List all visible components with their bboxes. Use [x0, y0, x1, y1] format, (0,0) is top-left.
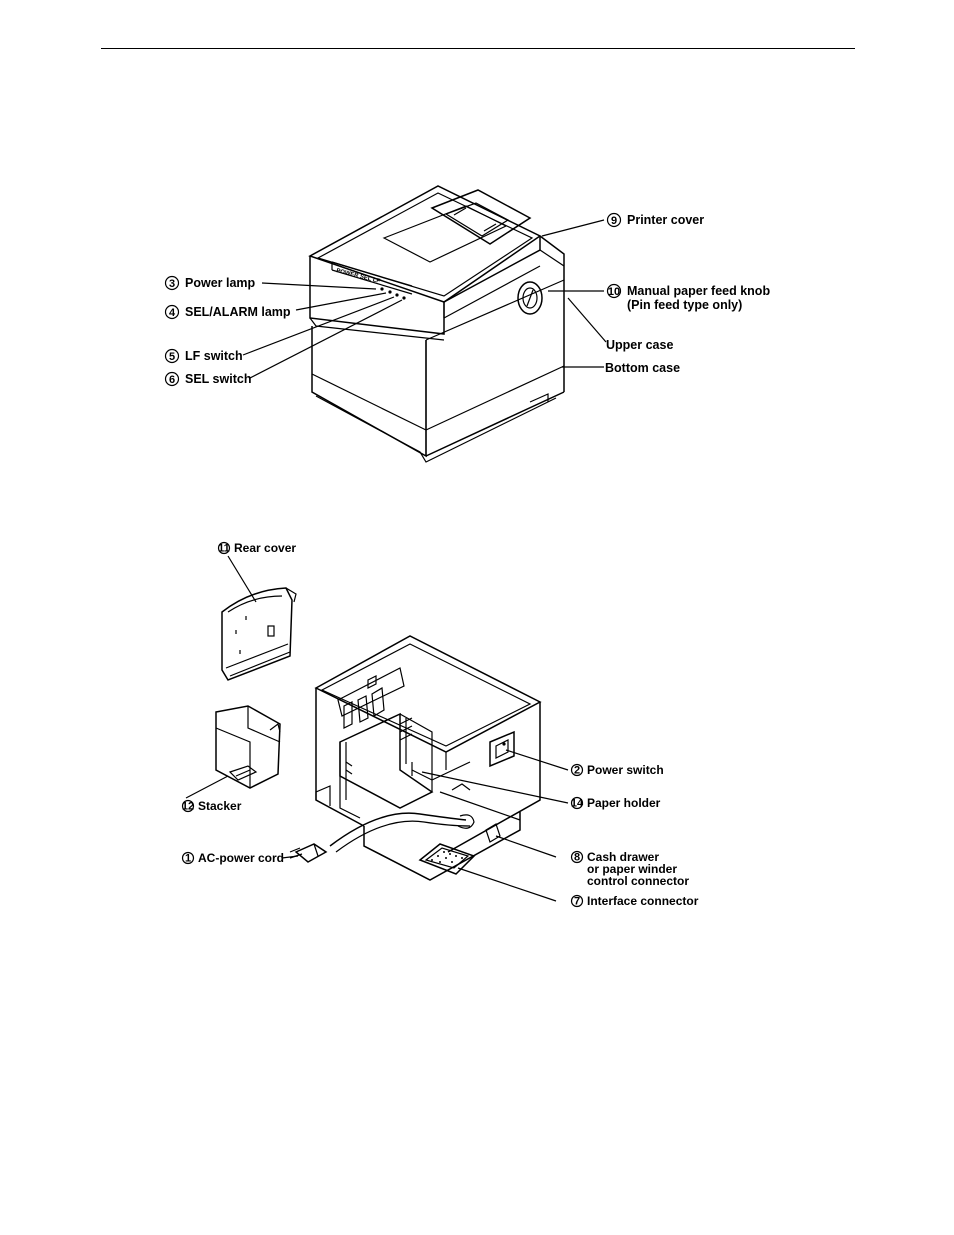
svg-text:SEL/ALARM lamp: SEL/ALARM lamp	[185, 305, 291, 319]
label-printer-cover: 9 Printer cover	[606, 212, 704, 228]
svg-text:12: 12	[182, 801, 194, 813]
svg-text:Upper case: Upper case	[606, 338, 673, 352]
svg-text:AC-power cord: AC-power cord	[198, 851, 284, 865]
svg-text:Rear cover: Rear cover	[234, 541, 296, 555]
rear-cover-illustration	[221, 587, 297, 681]
svg-text:Power switch: Power switch	[587, 763, 664, 777]
printer-rear-illustration	[289, 635, 542, 881]
svg-text:Paper holder: Paper holder	[587, 796, 661, 810]
label-sel-alarm-lamp: 4 SEL/ALARM lamp	[164, 304, 291, 320]
label-power-switch: 2 Power switch	[570, 763, 664, 777]
bottom-leader-lines	[185, 555, 569, 902]
label-manual-paper-feed-knob: 10 Manual paper feed knob (Pin feed type…	[606, 283, 770, 312]
svg-text:Power lamp: Power lamp	[185, 276, 256, 290]
header-rule	[101, 48, 855, 49]
label-lf-switch: 5 LF switch	[164, 348, 243, 364]
svg-text:Cash drawer: Cash drawer	[587, 850, 659, 864]
svg-text:11: 11	[218, 543, 230, 555]
svg-text:3: 3	[169, 278, 175, 290]
svg-text:control connector: control connector	[587, 874, 689, 888]
label-stacker: 12 Stacker	[182, 799, 242, 813]
label-ac-power-cord: 1 AC-power cord	[181, 851, 284, 865]
svg-text:Manual paper feed knob: Manual paper feed knob	[627, 284, 770, 298]
svg-text:9: 9	[611, 215, 617, 227]
label-rear-cover: 11 Rear cover	[217, 541, 296, 555]
label-upper-case: Upper case	[606, 338, 673, 352]
label-cash-drawer-connector: 8 Cash drawer or paper winder control co…	[570, 850, 689, 888]
svg-text:8: 8	[574, 852, 580, 864]
svg-text:6: 6	[169, 374, 175, 386]
svg-text:5: 5	[169, 351, 175, 363]
svg-text:Bottom case: Bottom case	[605, 361, 680, 375]
svg-text:Interface connector: Interface connector	[587, 894, 699, 908]
svg-text:LF switch: LF switch	[185, 349, 243, 363]
svg-text:1: 1	[185, 853, 191, 865]
svg-text:10: 10	[608, 286, 620, 298]
label-paper-holder: 14 Paper holder	[571, 796, 661, 810]
label-sel-switch: 6 SEL switch	[164, 371, 251, 387]
svg-text:7: 7	[574, 896, 580, 908]
printer-front-illustration: POWER SEL LF	[308, 185, 565, 463]
svg-text:14: 14	[571, 798, 584, 810]
top-leader-lines	[242, 219, 607, 379]
label-interface-connector: 7 Interface connector	[570, 894, 699, 908]
svg-text:Stacker: Stacker	[198, 799, 242, 813]
svg-text:2: 2	[574, 765, 580, 777]
svg-text:4: 4	[169, 307, 176, 319]
stacker-illustration	[215, 705, 281, 789]
svg-text:or paper winder: or paper winder	[587, 862, 677, 876]
svg-text:SEL switch: SEL switch	[185, 372, 251, 386]
label-power-lamp: 3 Power lamp	[164, 275, 256, 291]
svg-text:Printer cover: Printer cover	[627, 213, 704, 227]
svg-text:(Pin feed type only): (Pin feed type only)	[627, 298, 742, 312]
label-bottom-case: Bottom case	[605, 361, 680, 375]
